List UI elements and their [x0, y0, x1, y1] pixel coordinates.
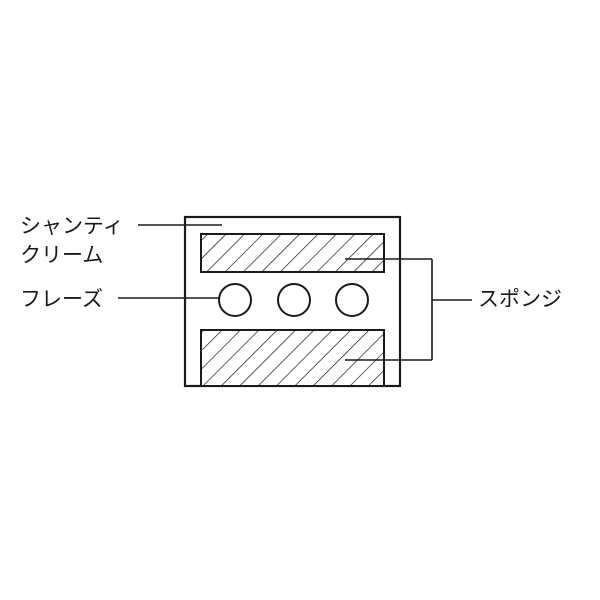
chantilly-label-line2: クリーム	[20, 243, 103, 267]
sponge-label: スポンジ	[478, 287, 562, 311]
strawberry-circle-3	[335, 283, 369, 317]
strawberry-circle-1	[218, 283, 252, 317]
sponge-layer-bottom	[200, 329, 385, 387]
strawberry-circle-2	[277, 283, 311, 317]
chantilly-label-line1: シャンティ	[20, 214, 124, 238]
fraise-label: フレーズ	[20, 287, 103, 311]
sponge-layer-top	[200, 233, 385, 273]
